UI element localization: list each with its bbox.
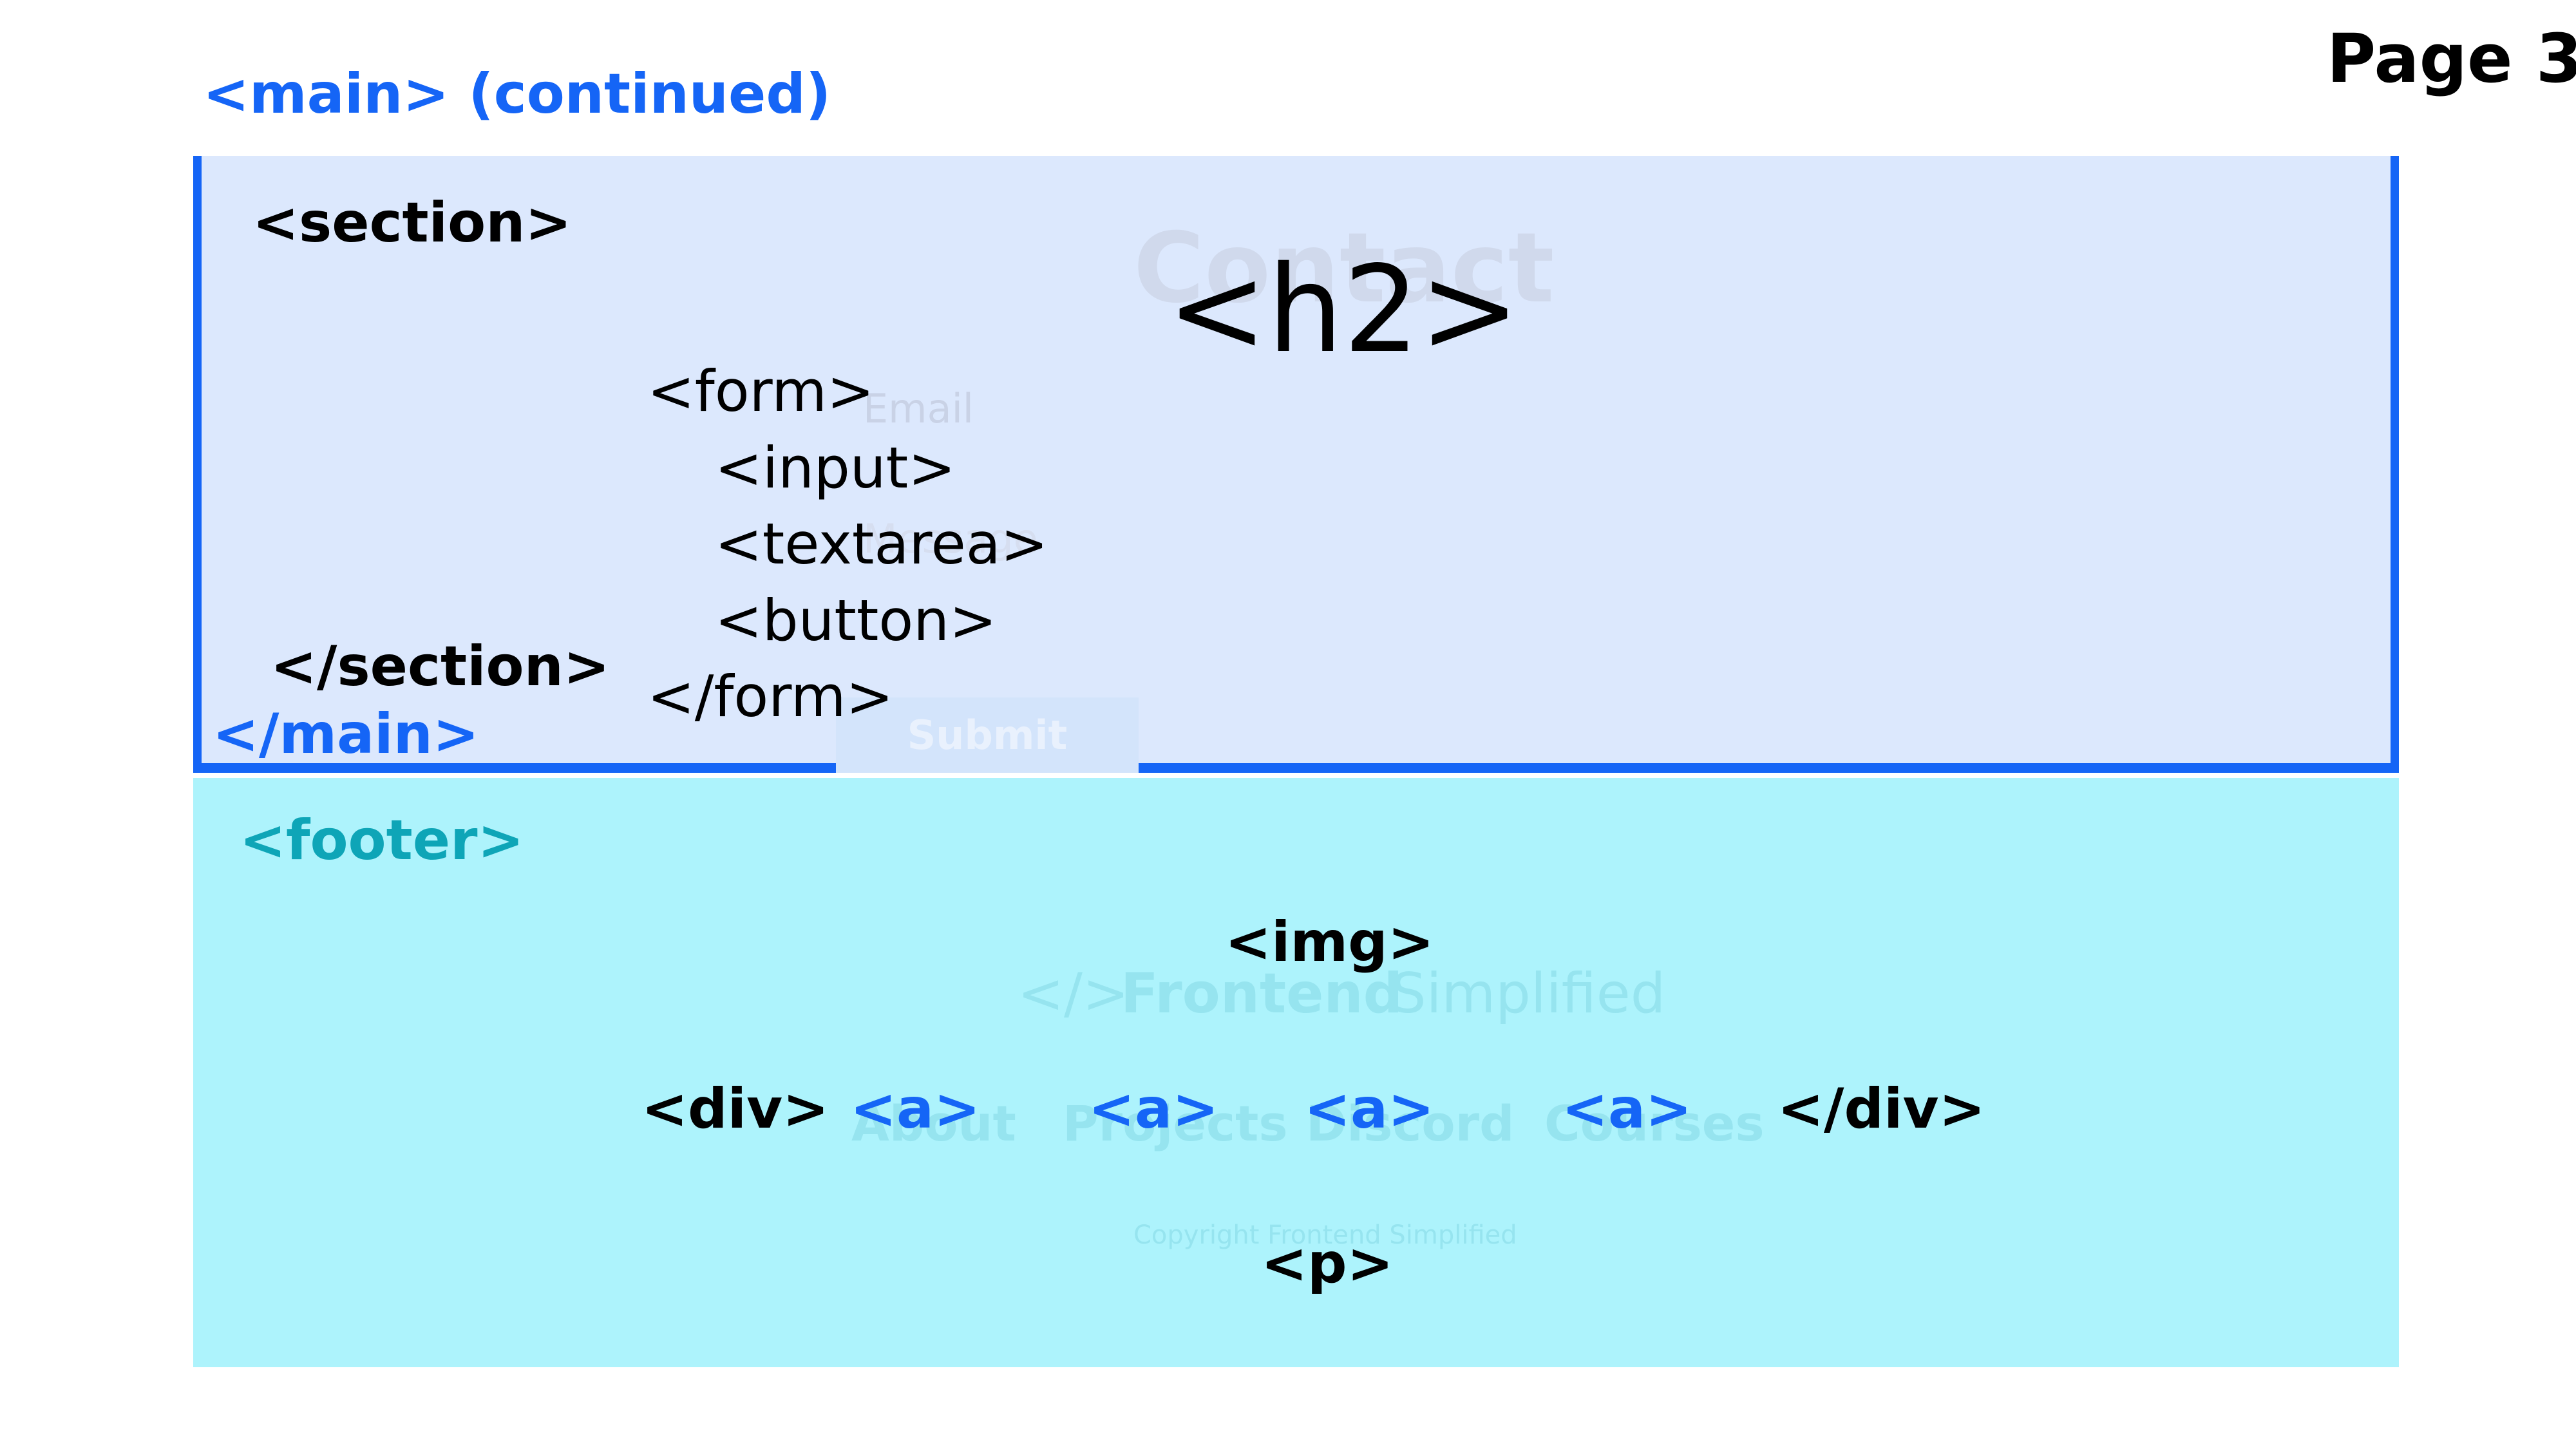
form-close-tag: </form> <box>647 663 894 730</box>
main-continued-label: <main> (continued) <box>203 62 831 126</box>
div-open-tag: <div> <box>641 1077 829 1141</box>
textarea-tag: <textarea> <box>715 511 1048 577</box>
img-tag: <img> <box>1225 910 1434 974</box>
main-close-tag: </main> <box>213 702 479 766</box>
footer-open-tag: <footer> <box>240 808 524 873</box>
p-tag: <p> <box>1261 1231 1394 1296</box>
ghost-nav-link-discord: Discord <box>1306 1095 1515 1152</box>
input-tag: <input> <box>715 435 956 501</box>
div-close-tag: </div> <box>1777 1077 1985 1141</box>
ghost-nav-link-courses: Courses <box>1544 1095 1765 1152</box>
ghost-email-placeholder: Email <box>863 385 974 432</box>
ghost-logo-symbol: </> <box>1018 961 1130 1026</box>
section-open-tag: <section> <box>252 191 572 255</box>
ghost-message-placeholder: Message <box>863 515 1038 562</box>
ghost-contact-heading: Contact <box>1133 213 1555 325</box>
ghost-nav-link-about: About <box>851 1095 1016 1152</box>
ghost-submit-label: Submit <box>907 712 1068 759</box>
main-region <box>193 156 2399 773</box>
anchor-tag-4: <a> <box>1562 1077 1692 1141</box>
anchor-tag-3: <a> <box>1304 1077 1435 1141</box>
ghost-nav-link-projects: Projects <box>1063 1095 1288 1152</box>
anchor-tag-2: <a> <box>1088 1077 1219 1141</box>
ghost-submit-button: Submit <box>836 697 1139 773</box>
page-number-label: Page 3 <box>2327 19 2576 98</box>
ghost-copyright: Copyright Frontend Simplified <box>1133 1220 1517 1250</box>
footer-region <box>193 778 2399 1367</box>
ghost-logo-bold: Frontend <box>1121 961 1403 1026</box>
form-open-tag: <form> <box>647 358 875 424</box>
anchor-tag-1: <a> <box>850 1077 981 1141</box>
ghost-logo-light: Simplified <box>1391 961 1666 1026</box>
button-tag: <button> <box>715 587 997 654</box>
h2-tag: <h2> <box>1167 240 1520 379</box>
section-close-tag: </section> <box>270 634 610 699</box>
